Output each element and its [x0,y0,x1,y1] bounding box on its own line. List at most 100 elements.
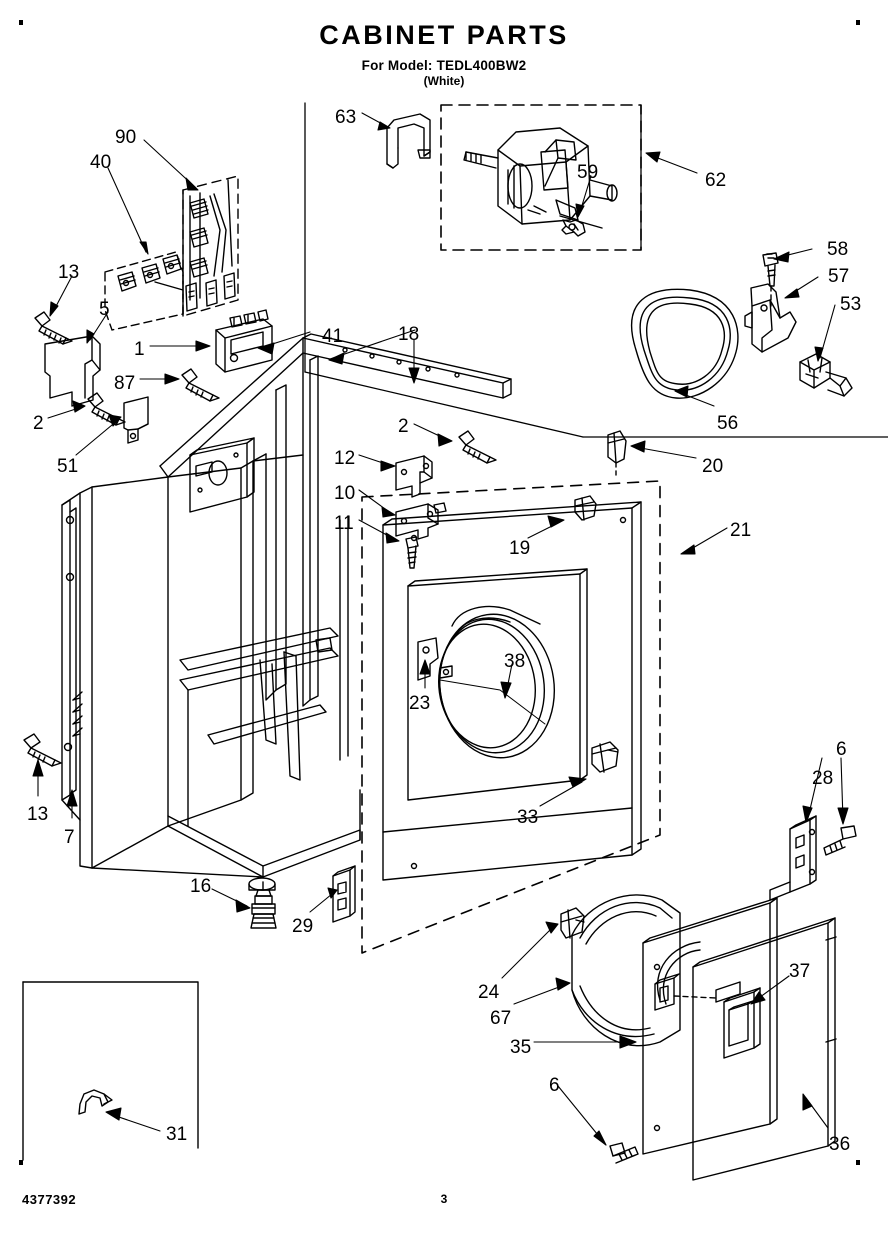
leader-lines-right [630,248,836,459]
callout-90[interactable]: 90 [115,127,137,148]
callout-58[interactable]: 58 [827,239,849,260]
bracket-57 [744,283,797,353]
leader-lines-hinge [802,757,849,825]
clip-20 [607,430,627,479]
model-prefix: For Model: [361,58,433,73]
motor-clip-59 [559,215,603,237]
callout-2-left[interactable]: 2 [33,413,44,434]
callout-24[interactable]: 24 [478,982,500,1003]
model-line: For Model: TEDL400BW2 [0,58,888,73]
callout-6-lower[interactable]: 6 [549,1075,560,1096]
callout-29[interactable]: 29 [292,916,314,937]
spring-clip-31 [78,1089,113,1115]
leader-lines-upper-left [47,139,211,456]
callout-41[interactable]: 41 [322,326,344,347]
front-bulkhead-panel [382,495,642,881]
screw-87 [181,368,220,402]
page-number: 3 [440,1192,448,1206]
leader-line-29 [309,887,338,913]
door-handle-37 [715,981,761,1059]
leader-line-31 [105,1107,161,1132]
leader-lines-lower-left [32,759,78,819]
callout-23[interactable]: 23 [409,693,431,714]
leader-lines-front-panel [419,515,728,807]
screw-13-upper [34,311,73,345]
motor-bracket-63 [386,113,431,169]
page-title: CABINET PARTS [319,20,569,50]
callout-2-right[interactable]: 2 [398,416,409,437]
registration-mark-top-left [19,20,23,25]
callout-33[interactable]: 33 [517,807,539,828]
terminal-block-40 [104,251,184,331]
callout-11[interactable]: 11 [334,513,354,534]
callout-59[interactable]: 59 [577,162,599,183]
callout-38[interactable]: 38 [504,651,526,672]
callout-13-upper[interactable]: 13 [58,262,80,283]
callout-87[interactable]: 87 [114,373,136,394]
registration-mark-top-right [856,20,860,25]
registration-mark-bottom-right [856,1160,860,1165]
sheet-construction-lines [304,102,888,438]
callout-12[interactable]: 12 [334,448,356,469]
connector-block-1 [215,309,273,373]
callout-35[interactable]: 35 [510,1037,532,1058]
screw-6-upper [823,825,857,856]
lower-left-detail-box [22,981,199,1161]
drive-belt-56 [630,288,739,399]
motor-assembly-dashed-box [440,104,642,251]
cabinet-shell [61,333,512,891]
clip-24 [560,907,585,939]
leveling-leg-16 [250,881,277,929]
leader-line-16 [211,888,251,913]
callout-7[interactable]: 7 [64,827,75,848]
callout-20[interactable]: 20 [702,456,724,477]
callout-37[interactable]: 37 [789,961,811,982]
leader-lines-motor [361,112,698,218]
catalog-number: 4377392 [22,1192,77,1207]
registration-mark-bottom-left [19,1160,23,1165]
bracket-12 [395,455,433,498]
door-catch [654,973,717,1011]
screw-11 [405,536,419,569]
callout-62[interactable]: 62 [705,170,727,191]
callout-16[interactable]: 16 [190,876,212,897]
callout-18[interactable]: 18 [398,324,420,345]
callout-1[interactable]: 1 [134,339,145,360]
door-seal-35 [571,894,681,1047]
door-inner-panel-36 [642,897,778,1155]
callout-28[interactable]: 28 [812,768,834,789]
hinge-28 [769,815,817,901]
callout-21[interactable]: 21 [730,520,752,541]
callout-40[interactable]: 40 [90,152,112,173]
callout-19[interactable]: 19 [509,538,531,559]
callout-56[interactable]: 56 [717,413,739,434]
bracket-5 [44,335,101,407]
callout-31[interactable]: 31 [166,1124,188,1145]
screw-13-lower [23,733,62,767]
callout-13-lower[interactable]: 13 [27,804,49,825]
leader-lines-door [501,921,829,1146]
door-outer-panel [692,917,837,1181]
screw-6-lower [609,1142,639,1164]
callout-67[interactable]: 67 [490,1008,512,1029]
front-panel-dashed-box [361,480,661,954]
callout-53[interactable]: 53 [840,294,862,315]
callout-51[interactable]: 51 [57,456,79,477]
wire-harness-90 [182,175,239,317]
model-number: TEDL400BW2 [436,58,527,73]
callout-57[interactable]: 57 [828,266,850,287]
idler-pulley-53 [799,353,853,397]
callout-36[interactable]: 36 [829,1134,851,1155]
callout-6-upper[interactable]: 6 [836,739,847,760]
callout-10[interactable]: 10 [334,483,356,504]
screw-2-right [458,430,497,464]
clip-29 [332,865,356,923]
callout-63[interactable]: 63 [335,107,357,128]
drive-motor [463,127,618,225]
leader-lines-brackets [257,329,453,544]
screw-58 [762,252,779,307]
callout-5[interactable]: 5 [99,299,110,320]
color-variant: (White) [423,74,465,88]
